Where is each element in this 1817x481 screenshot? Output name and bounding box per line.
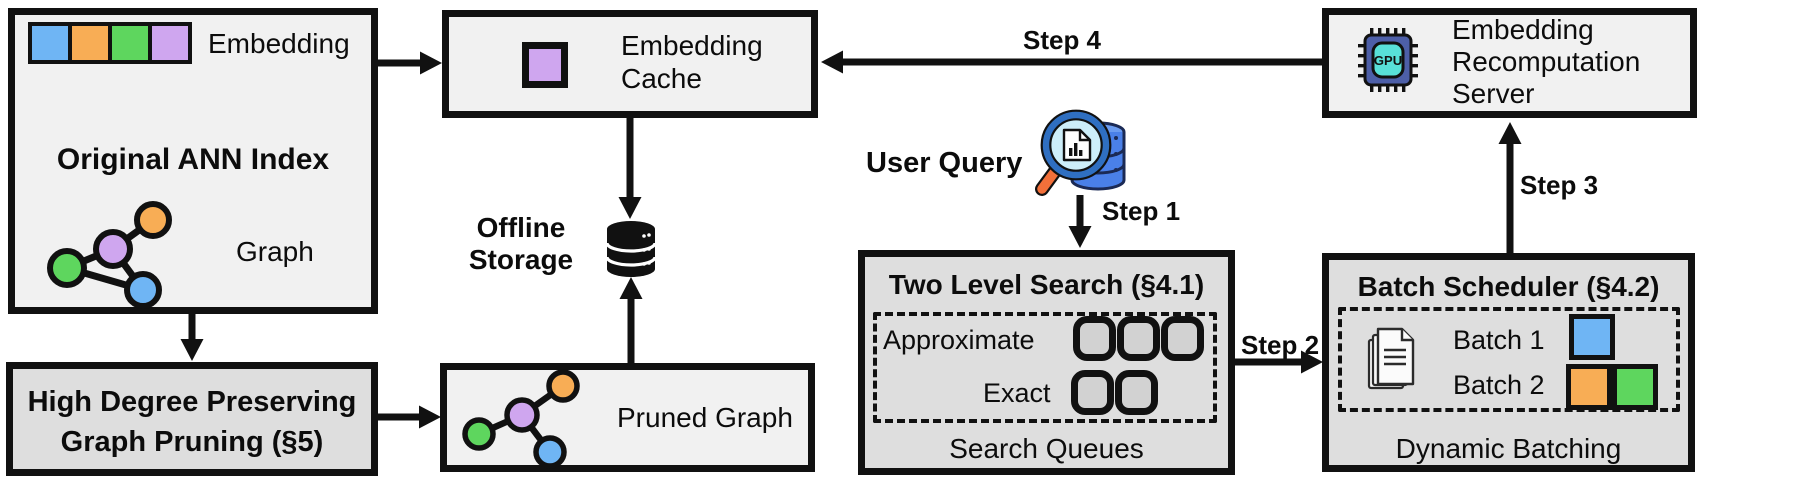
- arrow-pruning-to-pruned-graph: [378, 405, 441, 429]
- step2-label: Step 2: [1241, 330, 1320, 360]
- arrow-pruned-graph-to-storage: [619, 277, 643, 363]
- batch2-color-chips: [1566, 364, 1658, 410]
- offline-storage-database-icon: [605, 221, 657, 277]
- search-queues-panel: Approximate Exact: [873, 312, 1217, 423]
- pruned-graph-box: Pruned Graph: [440, 363, 815, 472]
- graph-node-blue: [124, 271, 162, 309]
- graph-node-orange: [546, 369, 580, 403]
- search-queues-caption: Search Queues: [949, 433, 1144, 464]
- embedding-cell-green: [112, 26, 148, 60]
- exact-queue: [1071, 370, 1158, 415]
- exact-label: Exact: [983, 378, 1051, 408]
- step4-label: Step 4: [1022, 25, 1102, 55]
- embedding-cache-box: Embedding Cache: [442, 10, 818, 118]
- arrow-ann-to-cache: [378, 51, 442, 75]
- embedding-vector-icon: [28, 22, 192, 64]
- graph-node-orange: [134, 201, 172, 239]
- original-graph-icon: [47, 201, 172, 309]
- user-query-icon: [1035, 109, 1126, 196]
- recomputation-server-label: Embedding Recomputation Server: [1452, 14, 1641, 109]
- dynamic-batching-panel: Batch 1 Batch 2: [1338, 307, 1680, 412]
- arrow-cache-to-storage: [618, 118, 642, 219]
- embedding-cell-purple: [152, 26, 188, 60]
- cached-embedding-chip: [522, 42, 568, 88]
- gpu-text: GPU: [1374, 53, 1402, 68]
- graph-node-green: [462, 417, 496, 451]
- gpu-icon: GPU: [1358, 28, 1418, 92]
- embedding-cache-label: Embedding Cache: [621, 30, 763, 94]
- batch-scheduler-title: Batch Scheduler (§4.2): [1357, 271, 1660, 302]
- two-level-search-box: Two Level Search (§4.1) Approximate Exac…: [858, 250, 1235, 475]
- dynamic-batching-caption: Dynamic Batching: [1395, 433, 1622, 464]
- queue-slot: [1117, 316, 1160, 361]
- user-query-label: User Query: [866, 147, 1023, 179]
- queue-slot: [1071, 370, 1114, 415]
- batch1-color-chip: [1569, 314, 1615, 360]
- embedding-label: Embedding: [208, 28, 350, 59]
- pruned-graph-icon: [462, 369, 580, 469]
- recomputation-server-box: GPU Embedding Recomputation Server: [1322, 8, 1697, 118]
- approximate-label: Approximate: [883, 325, 1035, 355]
- batch2-label: Batch 2: [1453, 370, 1545, 400]
- original-ann-index-title: Original ANN Index: [56, 143, 330, 176]
- batch1-label: Batch 1: [1453, 325, 1545, 355]
- documents-icon: [1367, 327, 1415, 390]
- pruned-graph-label: Pruned Graph: [617, 402, 793, 433]
- queue-slot: [1161, 316, 1204, 361]
- batch-scheduler-box: Batch Scheduler (§4.2) Batch 1 Batch 2 D…: [1322, 253, 1695, 472]
- arrow-ann-to-pruning: [180, 314, 204, 361]
- step3-label: Step 3: [1520, 170, 1599, 200]
- original-ann-index-box: Embedding Original ANN Index Graph: [8, 8, 378, 314]
- arrow-step3: [1498, 122, 1522, 253]
- queue-slot: [1115, 370, 1158, 415]
- batch2-chip-green: [1612, 364, 1658, 410]
- embedding-cell-orange: [72, 26, 108, 60]
- graph-node-blue: [533, 435, 567, 469]
- offline-storage-label: Offline Storage: [468, 212, 574, 275]
- two-level-search-title: Two Level Search (§4.1): [888, 269, 1205, 300]
- graph-pruning-box: High Degree Preserving Graph Pruning (§5…: [6, 362, 378, 476]
- graph-pruning-title: High Degree Preserving Graph Pruning (§5…: [27, 386, 357, 458]
- graph-node-purple: [504, 397, 540, 433]
- graph-label: Graph: [236, 236, 314, 267]
- embedding-cell-blue: [32, 26, 68, 60]
- arrow-step1: [1068, 195, 1092, 248]
- queue-slot: [1073, 316, 1116, 361]
- graph-node-green: [47, 248, 87, 288]
- approximate-queue: [1073, 316, 1204, 361]
- step1-label: Step 1: [1102, 196, 1181, 226]
- batch2-chip-orange: [1566, 364, 1612, 410]
- graph-node-purple: [93, 229, 133, 269]
